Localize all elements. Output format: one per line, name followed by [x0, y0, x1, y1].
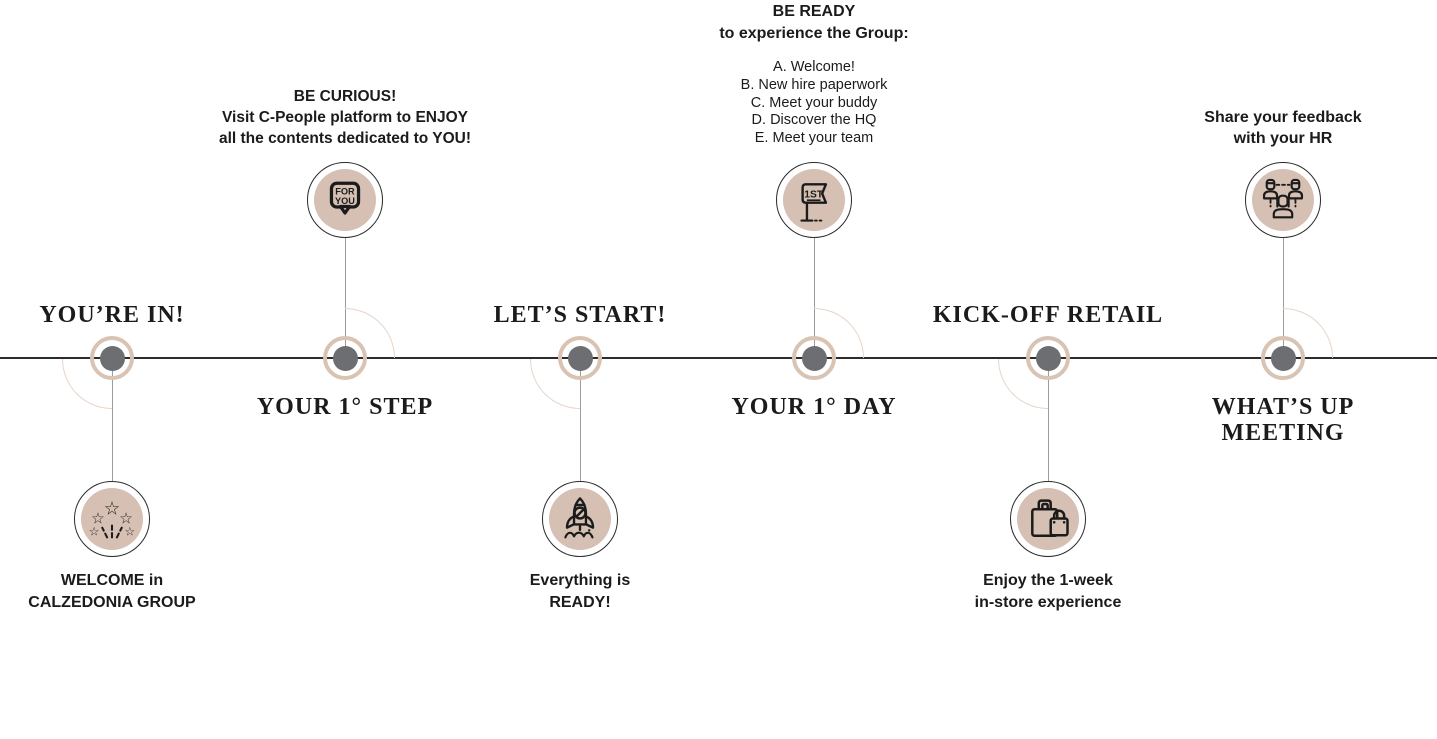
icon-disc	[1252, 169, 1314, 231]
milestone-icon-circle: 1ST	[776, 162, 852, 238]
timeline-node-ring	[323, 336, 367, 380]
milestone-title: KICK-OFF RETAIL	[932, 302, 1164, 328]
note-line: with your HR	[1233, 130, 1333, 147]
timeline-node-dot	[801, 345, 827, 371]
timeline-node-ring	[1026, 336, 1070, 380]
icon-disc: FOR YOU	[314, 169, 376, 231]
title-line: WHAT’S UP	[1211, 394, 1355, 420]
svg-text:☆: ☆	[125, 524, 136, 538]
note-line: BE CURIOUS!	[293, 88, 397, 105]
list-item: E. Meet your team	[754, 130, 874, 147]
caption-line: Everything is	[529, 572, 631, 589]
for-you-message-icon: FOR YOU	[329, 181, 361, 215]
milestone-note: Share your feedback with your HR	[1133, 107, 1433, 149]
timeline-node-ring	[1261, 336, 1305, 380]
svg-text:☆: ☆	[91, 509, 105, 527]
caption-line: READY!	[549, 594, 611, 611]
caption-line: CALZEDONIA GROUP	[28, 594, 196, 611]
list-item: C. Meet your buddy	[750, 94, 878, 111]
svg-text:☆: ☆	[119, 509, 133, 527]
icon-disc: 1ST	[783, 169, 845, 231]
svg-text:☆: ☆	[89, 524, 100, 538]
timeline-node-dot	[1035, 345, 1061, 371]
milestone-your-first-step: BE CURIOUS! Visit C-People platform to E…	[195, 0, 495, 739]
milestone-caption: Enjoy the 1-week in-store experience	[898, 570, 1198, 614]
caption-line: in-store experience	[974, 594, 1122, 611]
milestone-title: LET’S START!	[493, 302, 667, 328]
first-day-flag-icon: 1ST	[800, 183, 828, 222]
milestone-note: BE CURIOUS! Visit C-People platform to E…	[195, 86, 495, 149]
rocket-icon	[564, 497, 595, 539]
caption-line: WELCOME in	[60, 572, 164, 589]
svg-text:☆: ☆	[104, 499, 121, 520]
connector-line	[579, 358, 581, 481]
milestone-icon-circle: ☆ ☆ ☆ ☆ ☆	[74, 481, 150, 557]
title-line: MEETING	[1221, 420, 1345, 446]
timeline-node-dot	[567, 345, 593, 371]
milestone-kickoff-retail: KICK-OFF RETAIL Enjoy the 1-week in-stor…	[898, 0, 1198, 739]
milestone-title: WHAT’S UP MEETING	[1133, 394, 1433, 446]
connector-line	[813, 238, 815, 358]
milestone-caption: Everything is READY!	[430, 570, 730, 614]
milestone-note: BE READY to experience the Group:	[664, 1, 964, 45]
note-line: to experience the Group:	[719, 25, 909, 42]
milestone-title: YOU’RE IN!	[39, 302, 185, 328]
list-item: D. Discover the HQ	[751, 112, 877, 129]
svg-text:YOU: YOU	[335, 196, 355, 206]
note-line: Share your feedback	[1204, 109, 1362, 126]
first-day-checklist: A. Welcome! B. New hire paperwork C. Mee…	[664, 59, 964, 148]
fireworks-icon: ☆ ☆ ☆ ☆ ☆	[89, 499, 136, 539]
connector-line	[1047, 358, 1049, 481]
connector-line	[111, 358, 113, 481]
milestone-icon-circle	[1010, 481, 1086, 557]
icon-disc: ☆ ☆ ☆ ☆ ☆	[81, 488, 143, 550]
list-item: A. Welcome!	[773, 59, 855, 75]
note-line: BE READY	[772, 3, 856, 20]
caption-line: Enjoy the 1-week	[983, 572, 1113, 589]
timeline-node-dot	[99, 345, 125, 371]
icon-disc	[549, 488, 611, 550]
meeting-people-icon	[1262, 178, 1304, 219]
milestone-title: YOUR 1° STEP	[256, 394, 434, 420]
note-line: Visit C-People platform to ENJOY	[221, 109, 469, 126]
timeline-node-ring	[558, 336, 602, 380]
note-line: all the contents dedicated to YOU!	[218, 130, 472, 147]
milestone-lets-start: LET’S START! Everything is	[430, 0, 730, 739]
connector-line	[344, 238, 346, 358]
timeline-node-ring	[90, 336, 134, 380]
milestone-icon-circle	[542, 481, 618, 557]
list-item: B. New hire paperwork	[740, 76, 888, 93]
shopping-bags-icon	[1031, 499, 1069, 538]
icon-disc	[1017, 488, 1079, 550]
milestone-icon-circle	[1245, 162, 1321, 238]
svg-text:1ST: 1ST	[804, 190, 824, 201]
milestone-whats-up-meeting: Share your feedback with your HR	[1133, 0, 1433, 739]
milestone-youre-in: YOU’RE IN! ☆ ☆ ☆ ☆ ☆ WELCOME in CALZEDON…	[0, 0, 262, 739]
timeline-node-dot	[1270, 345, 1296, 371]
milestone-icon-circle: FOR YOU	[307, 162, 383, 238]
milestone-caption: WELCOME in CALZEDONIA GROUP	[0, 570, 262, 614]
timeline-node-ring	[792, 336, 836, 380]
connector-line	[1282, 238, 1284, 358]
svg-text:FOR: FOR	[335, 186, 355, 196]
timeline-line	[0, 357, 1437, 359]
milestone-title: YOUR 1° DAY	[731, 394, 897, 420]
timeline-node-dot	[332, 345, 358, 371]
milestone-your-first-day: BE READY to experience the Group: A. Wel…	[664, 0, 964, 739]
